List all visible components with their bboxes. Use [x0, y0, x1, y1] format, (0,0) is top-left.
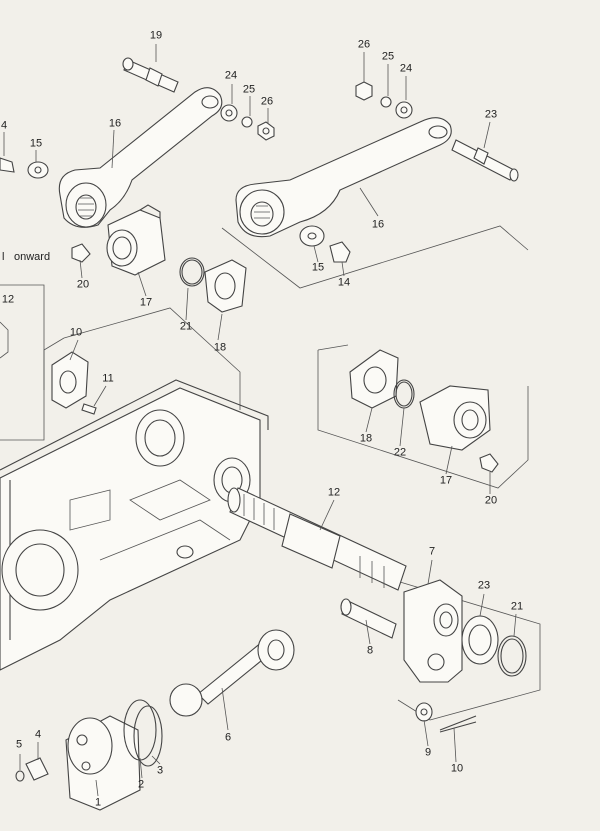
hardware-right-mid [299, 225, 351, 263]
callout-17: 17 [139, 296, 153, 309]
housing-17-left [106, 204, 166, 276]
callout-14: 14 [337, 276, 351, 289]
lift-arm-right [235, 117, 452, 238]
shaft-13 [227, 487, 407, 591]
callout-4: 4 [0, 119, 8, 132]
inset-label: 12 [1, 293, 15, 306]
callout-15: 15 [29, 137, 43, 150]
pin-23-right [451, 139, 519, 182]
arm-7 [403, 579, 463, 683]
callout-19: 20 [484, 494, 498, 507]
callout-9: 9 [424, 746, 432, 759]
callout-16: 16 [108, 117, 122, 130]
callout-17: 17 [439, 474, 453, 487]
callout-7: 7 [428, 545, 436, 558]
callout-26: 26 [260, 95, 274, 108]
callout-5: 5 [15, 738, 23, 751]
plate-11 [51, 351, 97, 415]
callout-25: 25 [381, 50, 395, 63]
callout-1: 1 [94, 796, 102, 809]
callout-22: 23 [477, 579, 491, 592]
callout-19: 20 [76, 278, 90, 291]
lift-arm-left [58, 87, 223, 228]
hardware-left-side [0, 157, 91, 263]
inset-box [0, 284, 45, 441]
note-prefix: l [2, 251, 5, 263]
callout-18: 18 [213, 341, 227, 354]
gasket-oring-housing-right [349, 349, 499, 473]
callout-13: 12 [327, 486, 341, 499]
callout-2: 2 [137, 778, 145, 791]
callout-4: 4 [34, 728, 42, 741]
callout-10: 10 [450, 762, 464, 775]
transmission-case [0, 379, 269, 671]
note-onward: onward [14, 251, 51, 263]
callout-26: 26 [357, 38, 371, 51]
callout-20: 21 [179, 320, 193, 333]
link-rod-6 [169, 629, 295, 717]
hardware-right-top [355, 81, 413, 119]
callout-11: 10 [69, 326, 83, 339]
callout-20: 22 [393, 446, 407, 459]
callout-21: 21 [510, 600, 524, 613]
callout-23: 19 [149, 29, 163, 42]
callout-23: 23 [484, 108, 498, 121]
piston-assembly [15, 699, 163, 811]
group-outline-right [221, 225, 529, 489]
leader-lines [3, 44, 517, 797]
callout-25: 25 [242, 83, 256, 96]
seal-22-ring-21 [461, 615, 527, 677]
callout-8: 8 [366, 644, 374, 657]
callout-6: 6 [224, 731, 232, 744]
washer-9-cotter-10 [415, 702, 477, 733]
pin-8 [340, 598, 397, 639]
oring-gasket-left [179, 257, 247, 313]
pin-23-left [122, 57, 179, 93]
callout-16: 16 [371, 218, 385, 231]
callout-12: 11 [102, 372, 114, 385]
callout-3: 3 [156, 764, 164, 777]
callout-24: 24 [224, 69, 238, 82]
callout-18: 18 [359, 432, 373, 445]
callout-15: 15 [311, 261, 325, 274]
callout-24: 24 [399, 62, 413, 75]
hardware-left-top [220, 104, 275, 141]
